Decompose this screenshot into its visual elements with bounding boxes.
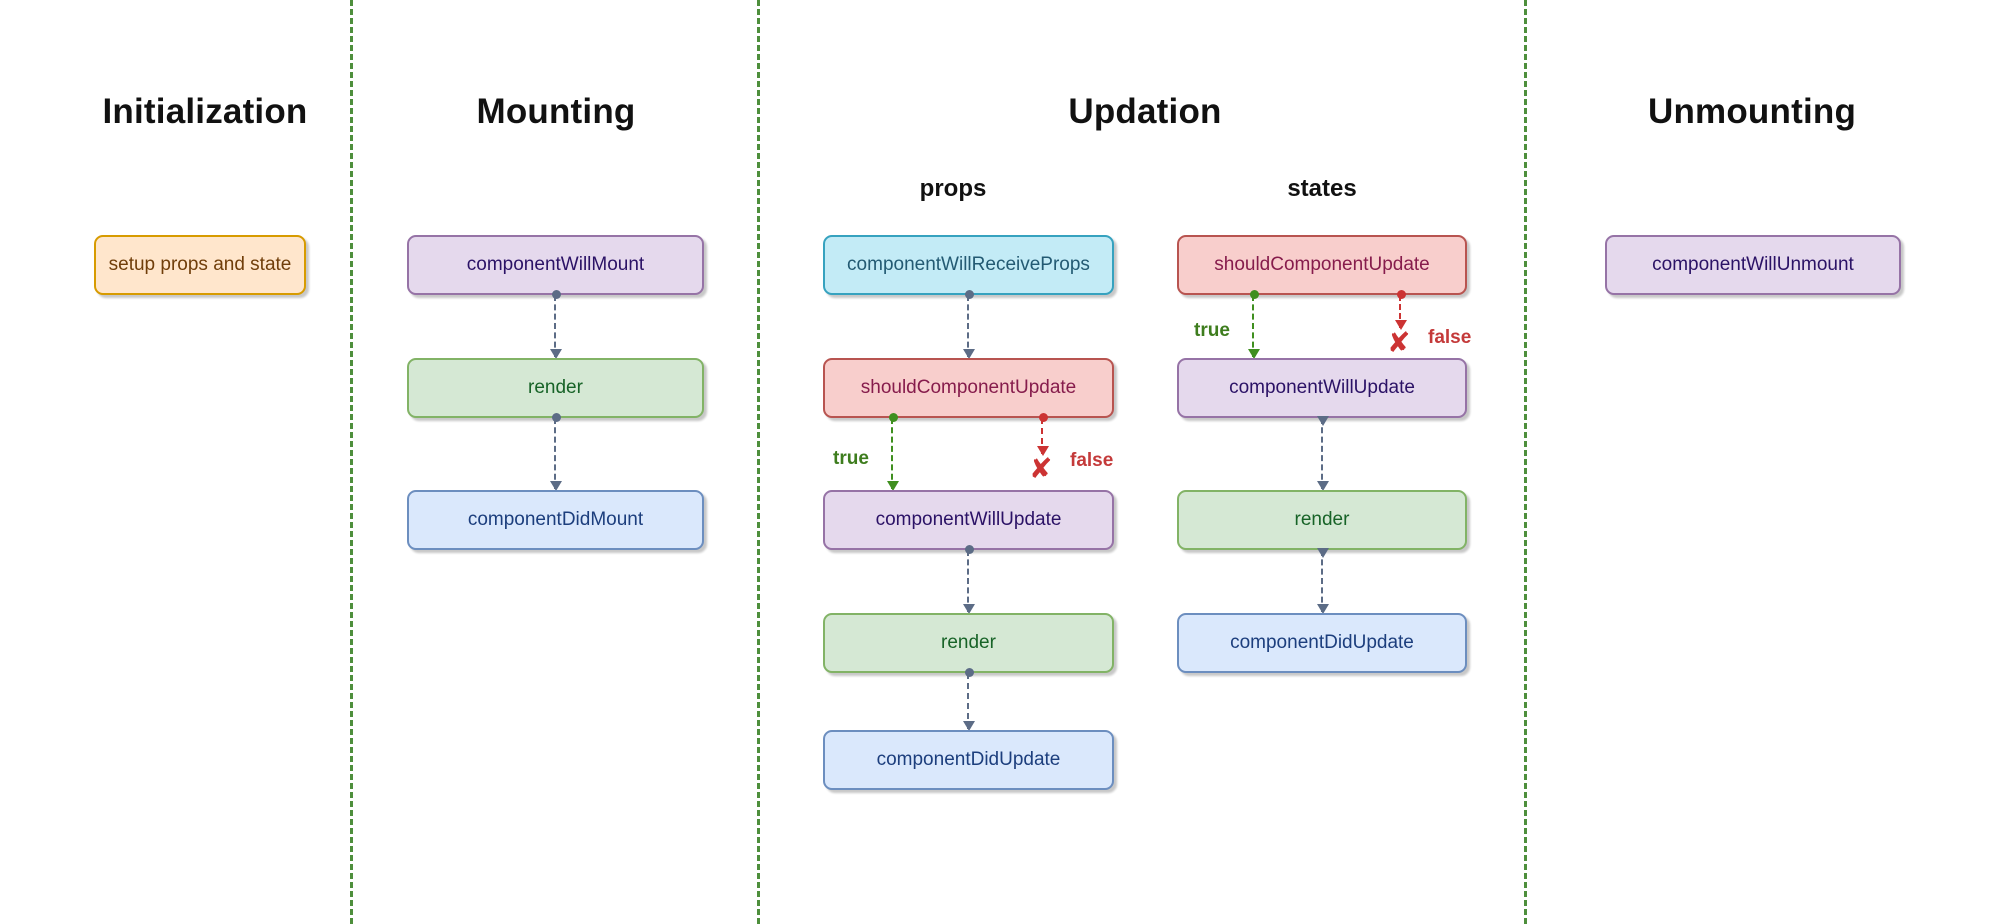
node-label: render	[528, 377, 583, 398]
node-label: shouldComponentUpdate	[1214, 254, 1430, 275]
section-divider	[1524, 0, 1527, 924]
node-label: componentDidUpdate	[876, 749, 1061, 770]
edge-start-dot	[1397, 290, 1406, 299]
edge-render-to-didmount	[550, 413, 562, 491]
edge-receiveprops-to-shouldupdate	[963, 290, 975, 359]
edge-label-true: true	[1194, 320, 1230, 341]
edge-true-states	[1248, 290, 1260, 359]
node-shouldcomponentupdate-props: shouldComponentUpdate	[823, 358, 1114, 418]
section-divider	[350, 0, 353, 924]
node-label: componentWillUpdate	[875, 509, 1062, 530]
node-render-mounting: render	[407, 358, 704, 418]
node-componentwillreceiveprops: componentWillReceiveProps	[823, 235, 1114, 295]
section-title-unmounting: Unmounting	[1647, 92, 1857, 131]
edge-render-to-didupdate-states	[1317, 548, 1329, 614]
cross-icon: ✘	[1029, 452, 1053, 485]
arrowhead-icon	[1248, 349, 1260, 359]
node-componentwillunmount: componentWillUnmount	[1605, 235, 1901, 295]
edge-willmount-to-render	[550, 290, 562, 359]
arrowhead-icon	[963, 604, 975, 614]
node-componentdidupdate-props: componentDidUpdate	[823, 730, 1114, 790]
node-label: componentWillMount	[466, 254, 645, 275]
arrowhead-icon	[550, 349, 562, 359]
edge-start-dot	[965, 668, 974, 677]
node-label: render	[1294, 509, 1350, 530]
column-title-props: props	[919, 175, 987, 202]
section-title-updation: Updation	[1068, 92, 1222, 131]
column-title-states: states	[1287, 175, 1357, 202]
edge-false-states: ✘	[1387, 290, 1410, 357]
node-setup-props-and-state: setup props and state	[94, 235, 306, 295]
edge-start-dot	[552, 290, 561, 299]
edge-render-to-didupdate-props	[963, 668, 975, 731]
section-divider	[757, 0, 760, 924]
arrowhead-icon	[1317, 481, 1329, 491]
node-componentwillmount: componentWillMount	[407, 235, 704, 295]
cross-icon: ✘	[1387, 326, 1411, 359]
edge-start-arrow	[1317, 548, 1329, 558]
node-label: componentWillReceiveProps	[847, 254, 1090, 275]
arrowhead-icon	[1317, 604, 1329, 614]
node-componentwillupdate-states: componentWillUpdate	[1177, 358, 1467, 418]
node-label: componentWillUpdate	[1229, 377, 1415, 398]
section-title-mounting: Mounting	[476, 92, 636, 131]
section-title-initialization: Initialization	[102, 92, 308, 131]
arrowhead-icon	[963, 721, 975, 731]
node-label: componentDidMount	[467, 509, 644, 530]
edge-willupdate-to-render-states	[1317, 416, 1329, 491]
edge-start-dot	[965, 290, 974, 299]
edge-start-dot	[965, 545, 974, 554]
edge-start-dot	[889, 413, 898, 422]
node-label: componentWillUnmount	[1652, 254, 1854, 275]
edge-true-props	[887, 413, 899, 491]
node-componentwillupdate-props: componentWillUpdate	[823, 490, 1114, 550]
edge-start-arrow	[1317, 416, 1329, 426]
arrowhead-icon	[550, 481, 562, 491]
edge-willupdate-to-render-props	[963, 545, 975, 614]
edge-start-dot	[1039, 413, 1048, 422]
arrowhead-icon	[1395, 320, 1407, 330]
edge-false-props: ✘	[1029, 413, 1052, 483]
edge-start-dot	[1250, 290, 1259, 299]
node-label: render	[941, 632, 996, 653]
arrowhead-icon	[1037, 446, 1049, 456]
arrowhead-icon	[963, 349, 975, 359]
edge-start-dot	[552, 413, 561, 422]
node-label: setup props and state	[108, 254, 292, 275]
node-label: shouldComponentUpdate	[860, 377, 1077, 398]
edge-label-false: false	[1070, 450, 1114, 471]
edge-label-false: false	[1428, 327, 1472, 348]
node-shouldcomponentupdate-states: shouldComponentUpdate	[1177, 235, 1467, 295]
node-componentdidmount: componentDidMount	[407, 490, 704, 550]
arrowhead-icon	[887, 481, 899, 491]
edge-label-true: true	[833, 448, 869, 469]
node-componentdidupdate-states: componentDidUpdate	[1177, 613, 1467, 673]
node-label: componentDidUpdate	[1230, 632, 1414, 653]
node-render-props: render	[823, 613, 1114, 673]
node-render-states: render	[1177, 490, 1467, 550]
